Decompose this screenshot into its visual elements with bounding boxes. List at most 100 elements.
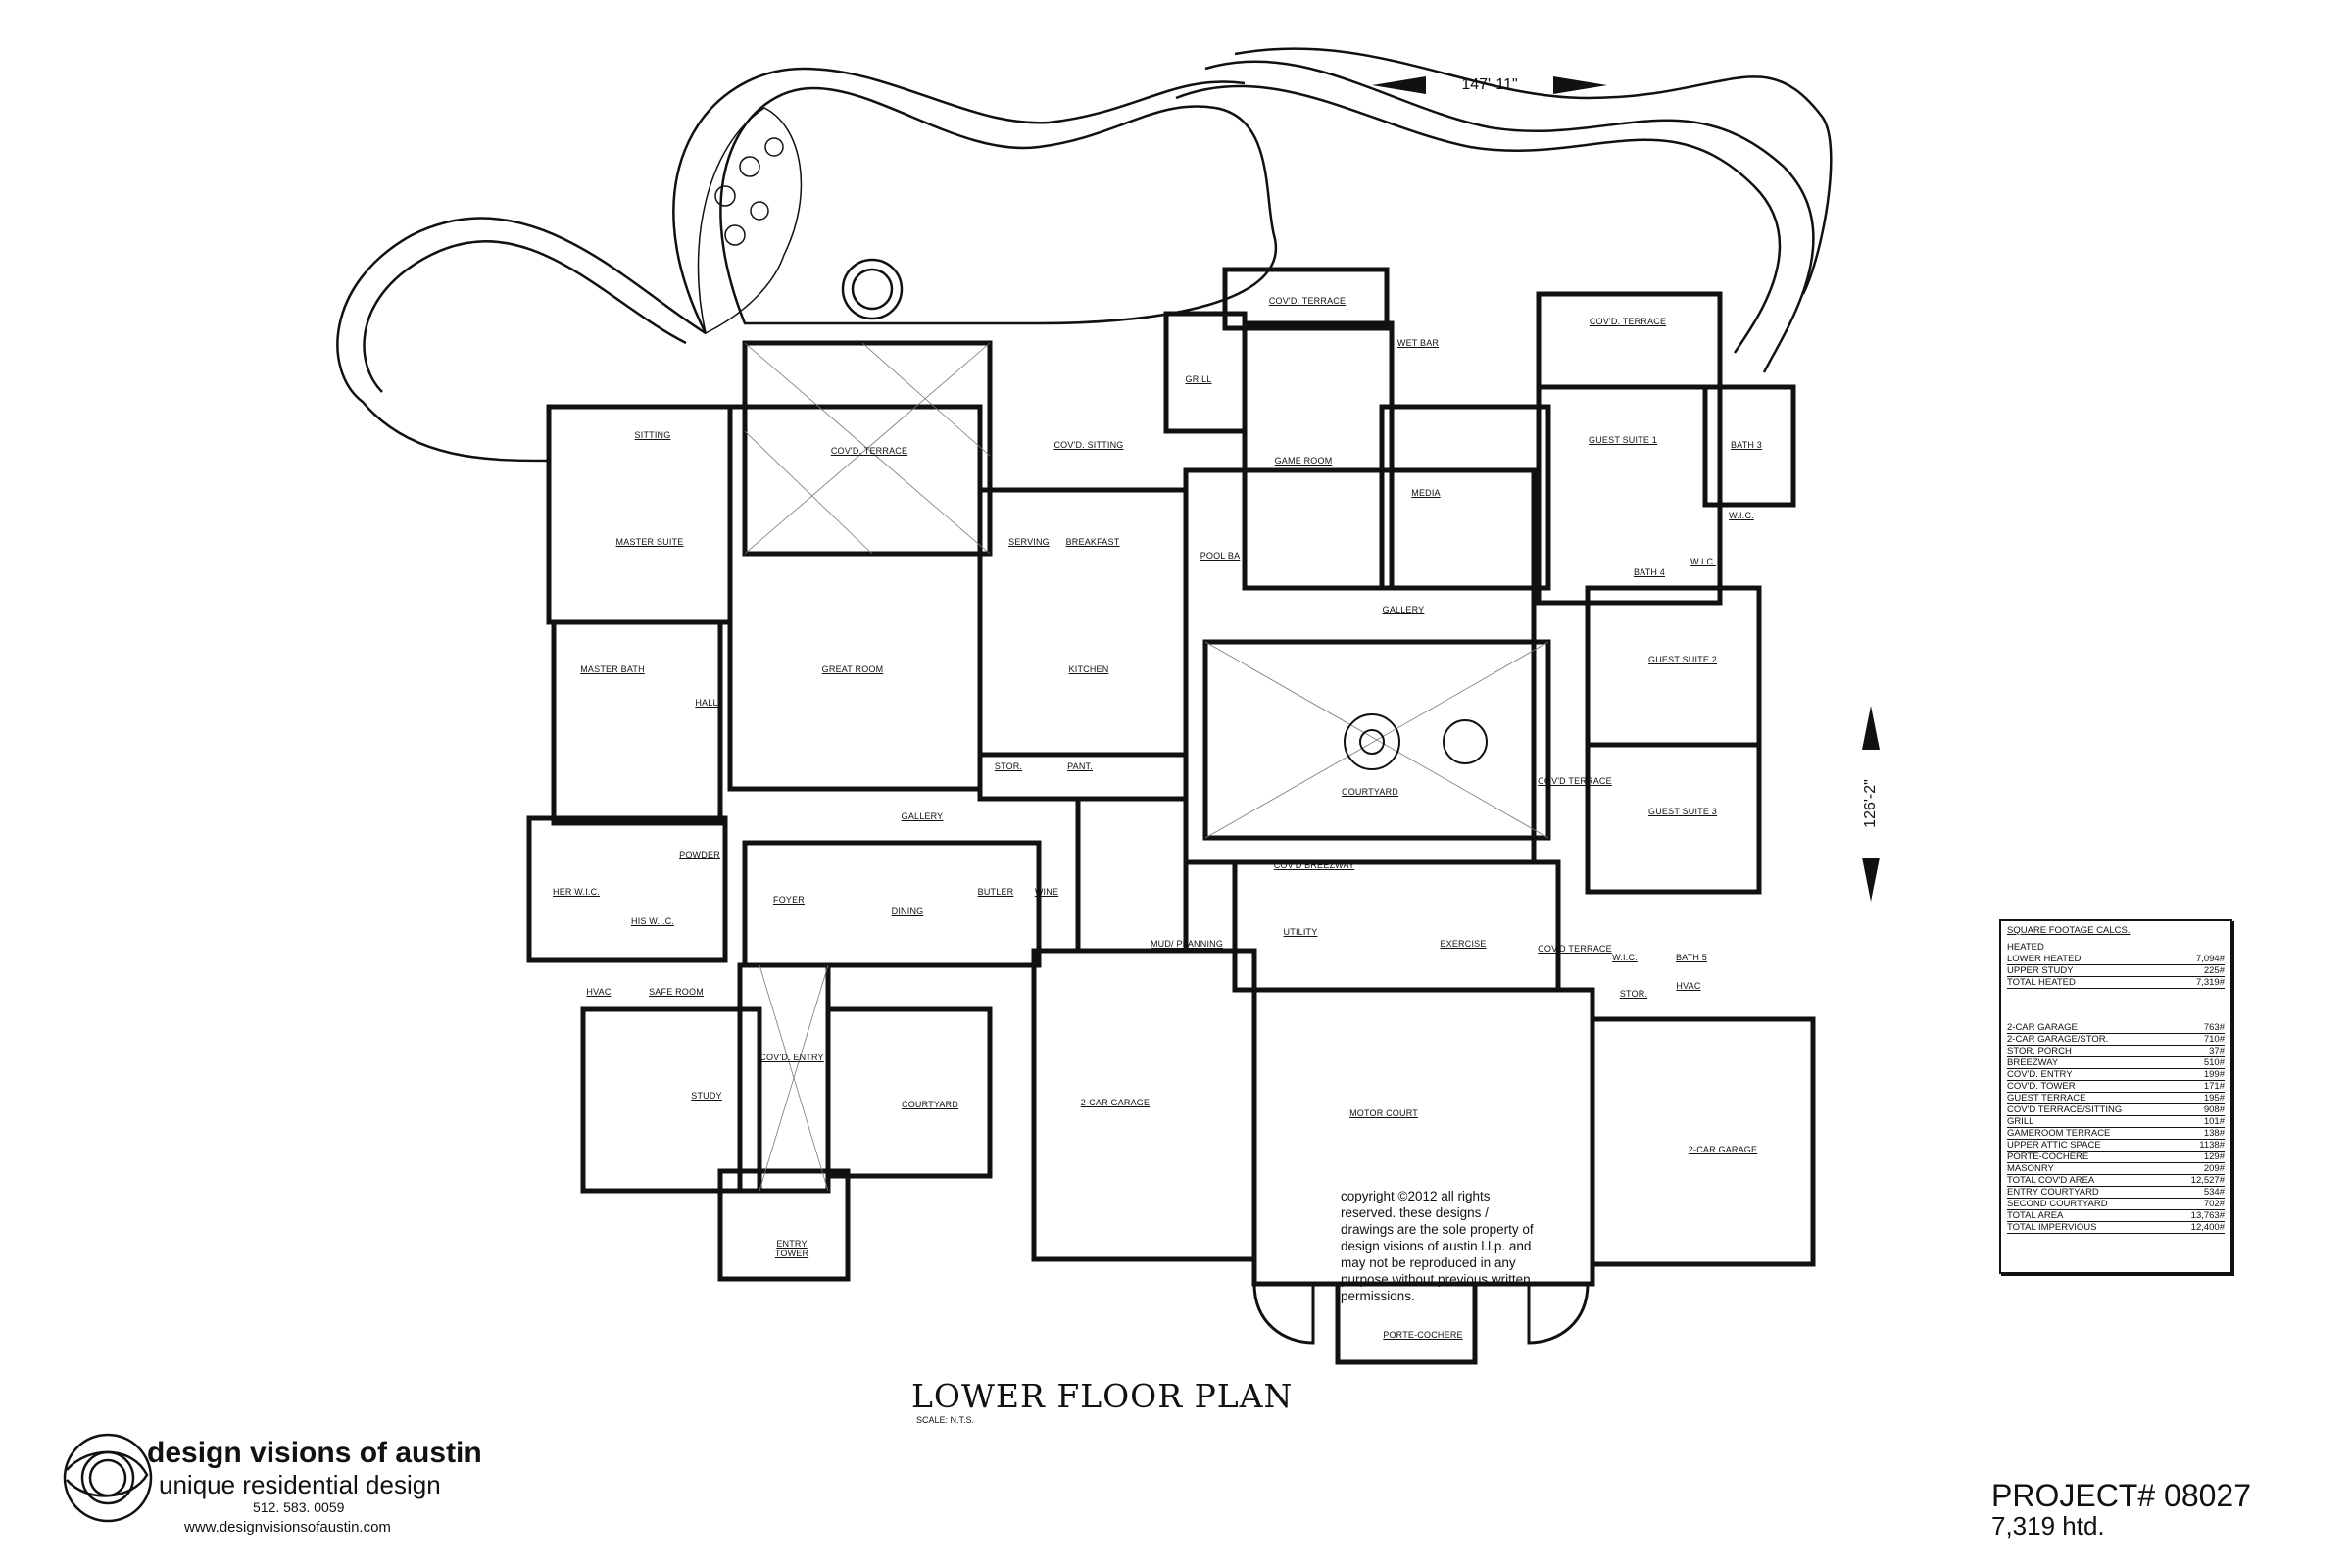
- room-label-bath-3: BATH 3: [1730, 440, 1763, 450]
- room-label-her-wic: HER W.I.C.: [552, 887, 601, 897]
- sqft-label: COV'D. TOWER: [2007, 1081, 2076, 1092]
- sqft-value: 908#: [2203, 1104, 2225, 1115]
- room-label-foyer: FOYER: [772, 895, 806, 905]
- sqft-label: MASONRY: [2007, 1163, 2054, 1174]
- sqft-value: 12,400#: [2190, 1222, 2225, 1233]
- room-label-kitchen: KITCHEN: [1068, 664, 1109, 674]
- room-label-butler: BUTLER: [977, 887, 1014, 897]
- sqft-value: 138#: [2203, 1128, 2225, 1139]
- room-label-courtyard: COURTYARD: [902, 1100, 958, 1109]
- room-label-hvac: HVAC: [1676, 981, 1701, 991]
- room-label-breakfast: BREAKFAST: [1065, 537, 1120, 547]
- sqft-label: TOTAL COV'D AREA: [2007, 1175, 2095, 1186]
- width-dimension: 147'-11": [1461, 76, 1518, 93]
- room-label-stor: STOR.: [1619, 989, 1648, 999]
- room-label-covd-terrace: COV'D. TERRACE: [830, 446, 908, 456]
- sqft-value: 763#: [2203, 1022, 2225, 1033]
- sqft-value: 7,319#: [2195, 977, 2225, 988]
- room-label-covd-terrace: COV'D TERRACE: [1538, 944, 1612, 954]
- sqft-label: COV'D. ENTRY: [2007, 1069, 2073, 1080]
- courtyard-fountain: [1344, 713, 1488, 770]
- sqft-value: 101#: [2203, 1116, 2225, 1127]
- sqft-label: PORTE-COCHERE: [2007, 1152, 2089, 1162]
- sqft-label: SECOND COURTYARD: [2007, 1199, 2108, 1209]
- room-label-grill: GRILL: [1185, 374, 1212, 384]
- room-label-exercise: EXERCISE: [1440, 939, 1487, 949]
- firm-logo-eye: [63, 1433, 153, 1523]
- sqft-row: TOTAL COV'D AREA 12,527#: [2007, 1175, 2225, 1187]
- room-label-safe-room: SAFE ROOM: [649, 987, 704, 997]
- sqft-row: GUEST TERRACE 195#: [2007, 1093, 2225, 1104]
- sqft-row: ENTRY COURTYARD 534#: [2007, 1187, 2225, 1199]
- room-label-pool-bath: POOL BA: [1200, 551, 1241, 561]
- firm-website: www.designvisionsofaustin.com: [184, 1519, 391, 1536]
- width-dimension-arrows: [1372, 76, 1607, 94]
- drawing-scale: SCALE: N.T.S.: [916, 1415, 975, 1425]
- room-label-guest-suite-3: GUEST SUITE 3: [1648, 807, 1717, 816]
- sqft-row: LOWER HEATED 7,094#: [2007, 954, 2225, 965]
- sqft-value: 171#: [2203, 1081, 2225, 1092]
- sqft-label: STOR. PORCH: [2007, 1046, 2072, 1056]
- porte-cochere-arches: [1252, 1283, 1590, 1345]
- room-label-gallery: GALLERY: [901, 811, 944, 821]
- sqft-value: 510#: [2203, 1057, 2225, 1068]
- sqft-value: 225#: [2203, 965, 2225, 976]
- firm-tagline: unique residential design: [159, 1470, 441, 1499]
- sqft-row: 2-CAR GARAGE/STOR. 710#: [2007, 1034, 2225, 1046]
- room-label-covd-terrace: COV'D. TERRACE: [1589, 317, 1667, 326]
- sqft-value: 195#: [2203, 1093, 2225, 1103]
- room-label-gallery: GALLERY: [1382, 605, 1425, 614]
- sqft-value: 209#: [2203, 1163, 2225, 1174]
- sqft-label: LOWER HEATED: [2007, 954, 2082, 964]
- room-label-entry-tower: ENTRY TOWER: [774, 1239, 809, 1258]
- sqft-label: TOTAL HEATED: [2007, 977, 2076, 988]
- sqft-row: TOTAL IMPERVIOUS 12,400#: [2007, 1222, 2225, 1234]
- sqft-row: TOTAL HEATED 7,319#: [2007, 977, 2225, 989]
- sqft-label: UPPER STUDY: [2007, 965, 2074, 976]
- room-label-porte-cochere: PORTE-COCHERE: [1383, 1330, 1463, 1340]
- sqft-value: 534#: [2203, 1187, 2225, 1198]
- sqft-value: 12,527#: [2190, 1175, 2225, 1186]
- project-number: PROJECT# 08027: [1991, 1478, 2252, 1513]
- room-label-study: STUDY: [691, 1091, 722, 1101]
- room-label-wine: WINE: [1034, 887, 1059, 897]
- drawing-title: LOWER FLOOR PLAN: [911, 1377, 1294, 1415]
- square-footage-table: SQUARE FOOTAGE CALCS. HEATED LOWER HEATE…: [1999, 919, 2232, 1274]
- room-label-master-bath: MASTER BATH: [580, 664, 645, 674]
- walls: [526, 267, 1816, 1365]
- sqft-value: 710#: [2203, 1034, 2225, 1045]
- room-label-utility: UTILITY: [1283, 927, 1318, 937]
- sqft-label: GUEST TERRACE: [2007, 1093, 2086, 1103]
- room-label-master-suite: MASTER SUITE: [615, 537, 684, 547]
- depth-dimension: 126'-2": [1862, 779, 1879, 828]
- square-footage-title: SQUARE FOOTAGE CALCS.: [2007, 925, 2131, 936]
- heated-section-label: HEATED: [2007, 942, 2044, 953]
- sqft-label: BREEZWAY: [2007, 1057, 2059, 1068]
- sqft-label: TOTAL IMPERVIOUS: [2007, 1222, 2097, 1233]
- sqft-label: 2-CAR GARAGE/STOR.: [2007, 1034, 2109, 1045]
- room-label-hall: HALL: [695, 698, 718, 708]
- room-label-covd-breezway: COV'D BREEZWAY: [1273, 860, 1355, 870]
- sqft-row: COV'D TERRACE/SITTING 908#: [2007, 1104, 2225, 1116]
- room-label-2-car-garage: 2-CAR GARAGE: [1688, 1145, 1758, 1154]
- room-label-courtyard: COURTYARD: [1342, 787, 1398, 797]
- room-label-covd-entry: COV'D. ENTRY: [760, 1053, 824, 1062]
- sqft-label: COV'D TERRACE/SITTING: [2007, 1104, 2123, 1115]
- room-label-guest-suite-1: GUEST SUITE 1: [1589, 435, 1657, 445]
- sqft-value: 7,094#: [2195, 954, 2225, 964]
- sqft-label: ENTRY COURTYARD: [2007, 1187, 2099, 1198]
- sqft-label: TOTAL AREA: [2007, 1210, 2064, 1221]
- sqft-label: GRILL: [2007, 1116, 2034, 1127]
- room-label-powder: POWDER: [679, 850, 720, 859]
- room-label-great-room: GREAT ROOM: [821, 664, 884, 674]
- room-label-covd-terrace: COV'D. TERRACE: [1268, 296, 1347, 306]
- room-label-his-wic: HIS W.I.C.: [630, 916, 675, 926]
- sqft-value: 1138#: [2199, 1140, 2225, 1151]
